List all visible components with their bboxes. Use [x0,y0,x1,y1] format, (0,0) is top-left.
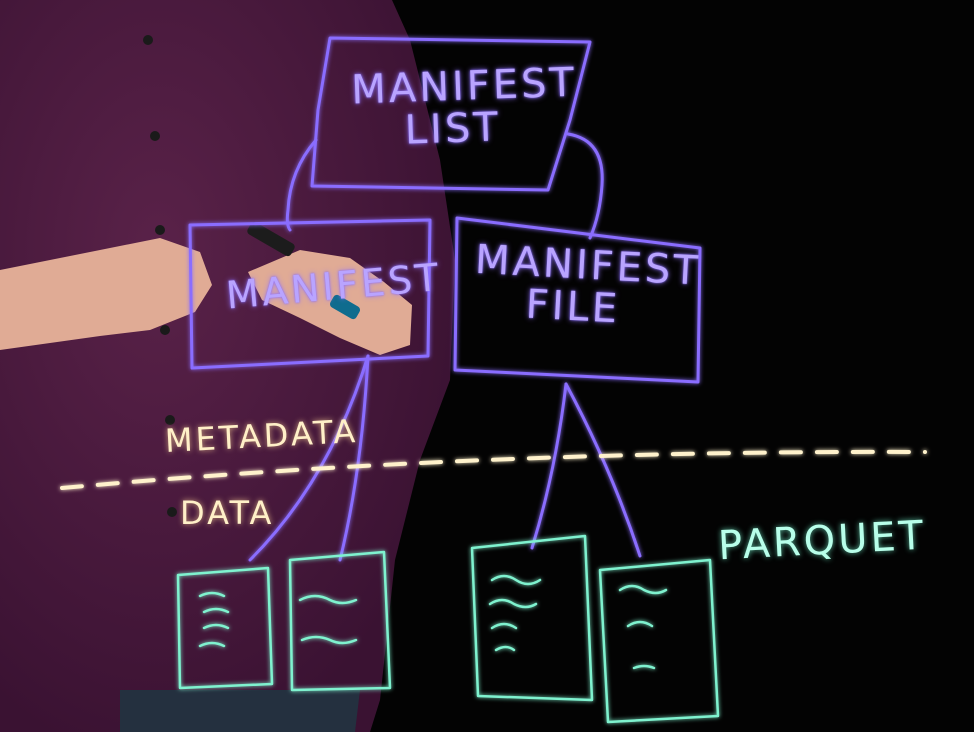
trousers [120,690,360,732]
data-label: DATA [180,494,275,532]
manifest-file-box [453,216,702,384]
connector-file-to-parquet-a [530,382,568,550]
manifest-list-box [310,36,592,192]
right-hand [248,250,412,355]
connector-file-to-parquet-b [564,382,642,558]
shirt-buttons [143,35,177,517]
parquet-label: PARQUET [716,512,928,570]
left-hand [0,238,212,350]
connector-list-to-manifest-file [566,132,604,240]
manifest-file-label: MANIFEST FILE [474,236,702,333]
metadata-layer [188,36,702,562]
parquet-file-icon [288,550,392,692]
parquet-file-icon [598,558,720,724]
parquet-file-icon [176,566,274,690]
metadata-data-divider [60,449,927,490]
parquet-file-icon [470,534,594,702]
connector-manifest-to-left-files-2 [338,354,370,562]
manifest-list-label: MANIFEST LIST [350,59,578,154]
marker-pen-icon [247,221,361,320]
manifest-box [188,218,432,370]
connector-list-to-manifest [285,138,318,232]
data-files [176,534,720,724]
